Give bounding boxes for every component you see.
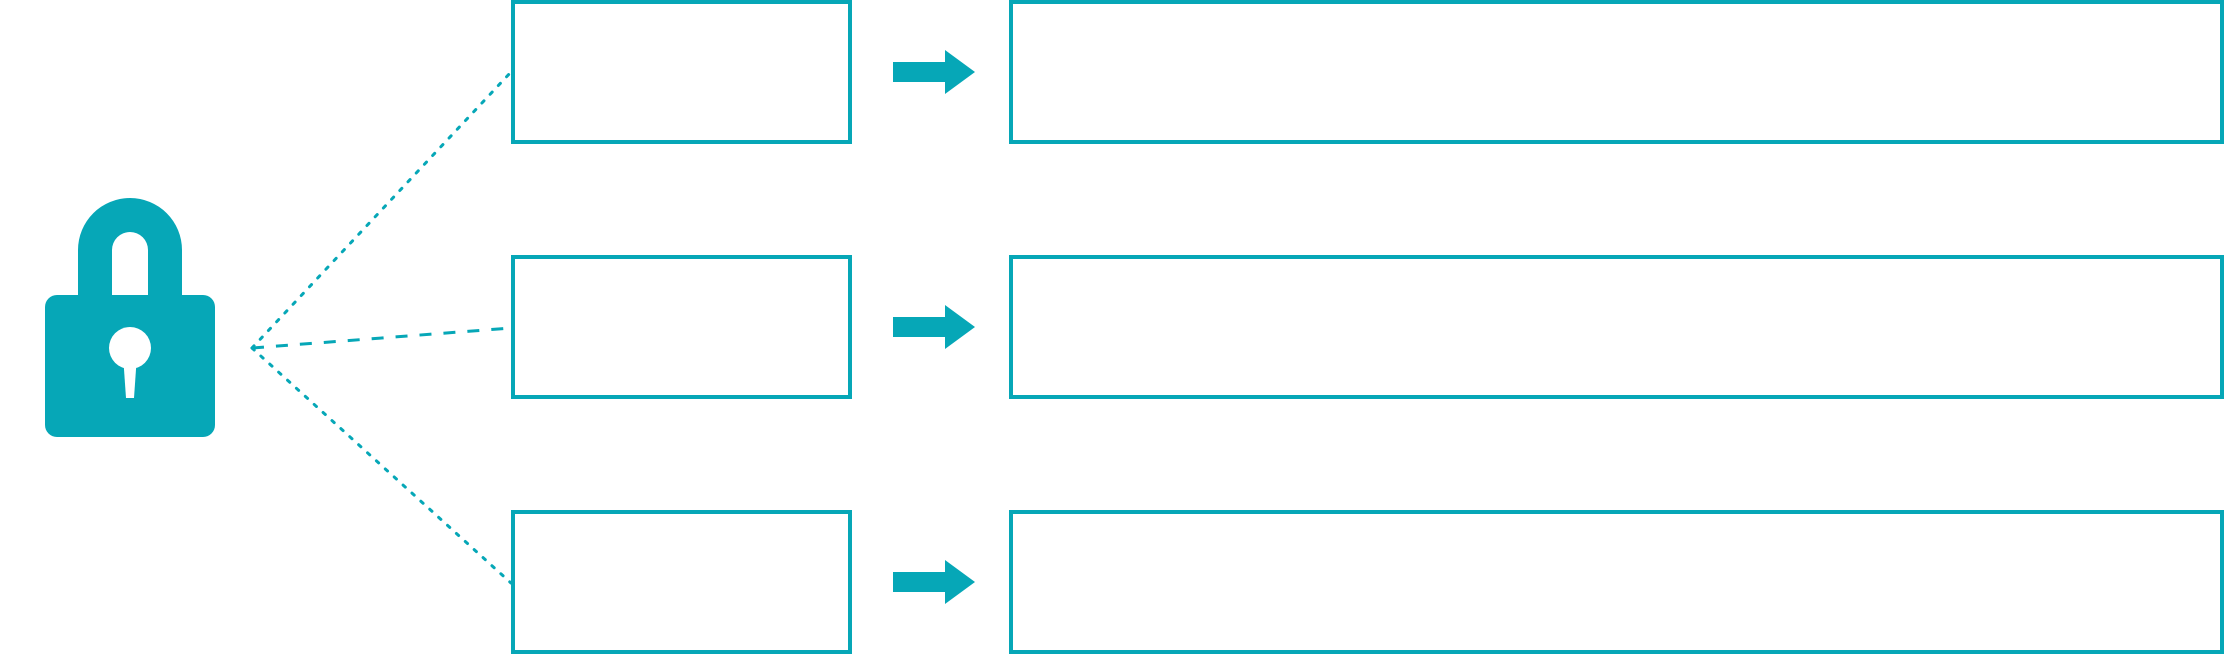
small-box-3[interactable] (511, 510, 852, 654)
arrow-right-icon (893, 305, 975, 349)
big-box-1[interactable] (1009, 0, 2224, 144)
small-box-1[interactable] (511, 0, 852, 144)
arrow-right-icon (893, 50, 975, 94)
diagram-row (0, 255, 2229, 400)
diagram-row (0, 0, 2229, 145)
arrow-right-icon (893, 560, 975, 604)
small-box-2[interactable] (511, 255, 852, 399)
big-box-3[interactable] (1009, 510, 2224, 654)
diagram-row (0, 510, 2229, 655)
big-box-2[interactable] (1009, 255, 2224, 399)
lock-icon (30, 150, 230, 450)
